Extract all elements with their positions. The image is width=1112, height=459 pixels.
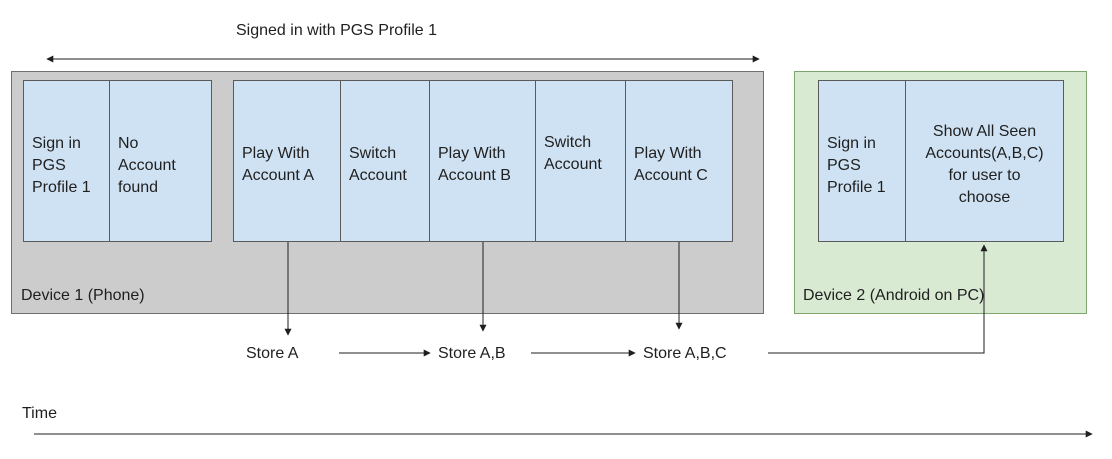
step-play-account-a: Play With Account A	[233, 80, 341, 242]
step-show-all-seen-accounts: Show All Seen Accounts(A,B,C) for user t…	[905, 80, 1064, 242]
time-label: Time	[22, 405, 57, 422]
step-switch-account-2: Switch Account	[535, 80, 626, 242]
step-device2-sign-in-pgs: Sign in PGS Profile 1	[818, 80, 906, 242]
store-a-label: Store A	[246, 345, 299, 362]
store-abc-label: Store A,B,C	[643, 345, 727, 362]
step-no-account: No Account found	[109, 80, 212, 242]
step-switch-account-1: Switch Account	[340, 80, 430, 242]
step-play-account-c: Play With Account C	[625, 80, 733, 242]
step-play-account-b: Play With Account B	[429, 80, 536, 242]
device-2-label: Device 2 (Android on PC)	[803, 287, 985, 304]
store-ab-label: Store A,B	[438, 345, 506, 362]
step-sign-in-pgs: Sign in PGS Profile 1	[23, 80, 110, 242]
device-1-label: Device 1 (Phone)	[21, 287, 145, 304]
arrow-store-abc-to-device2	[768, 244, 988, 354]
signed-in-label: Signed in with PGS Profile 1	[236, 22, 437, 39]
